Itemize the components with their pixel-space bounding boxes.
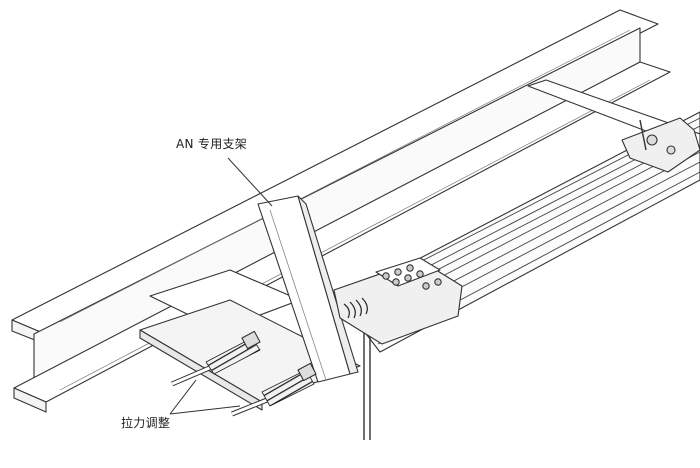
callout-leader-tension-a (169, 379, 197, 415)
i-beam-top-flange (11, 9, 659, 337)
tension-spring-lower (231, 362, 317, 417)
far-bracket-clamp (621, 117, 700, 173)
connector-screw (416, 270, 424, 278)
an-bracket-channel-side (297, 195, 359, 375)
connector-screw (382, 272, 390, 280)
callout-an-bracket-label: AN 专用支架 (176, 137, 248, 151)
connector-screw (406, 264, 414, 272)
connector-top (375, 257, 441, 287)
tension-spring-upper (171, 330, 261, 387)
far-bracket (527, 79, 700, 173)
i-beam-bottom-flange-front (13, 387, 47, 413)
connector-screw (422, 282, 430, 290)
connector-screw (434, 278, 442, 286)
connector-screw (392, 278, 400, 286)
connector-screw (404, 274, 412, 282)
an-bracket (257, 195, 359, 383)
spring-coil-lower (261, 369, 315, 407)
callout-leader-tension-b (169, 405, 241, 415)
callout-tension-label: 拉力调整 (121, 416, 171, 430)
connector-block (333, 257, 463, 345)
connector-screw (394, 268, 402, 276)
callout-leader-bracket (227, 157, 273, 207)
